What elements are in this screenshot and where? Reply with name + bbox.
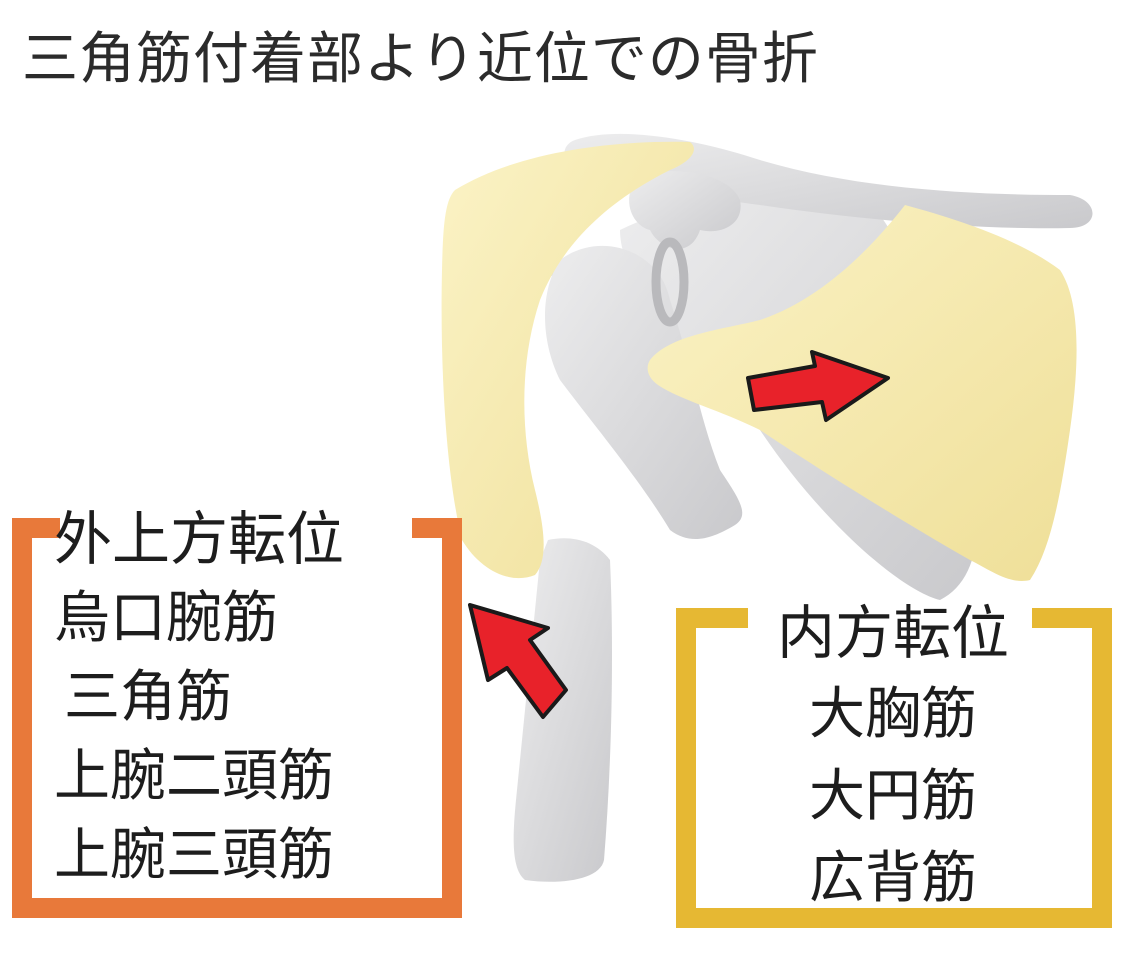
- left-group-frame: [12, 518, 462, 918]
- acromion-bone: [629, 171, 741, 249]
- medial-displacement-list: 内方転位 大胸筋 大円筋 広背筋: [770, 592, 1016, 920]
- arrow-right-icon: [746, 350, 890, 422]
- page-title: 三角筋付着部より近位での骨折: [22, 27, 819, 92]
- right-group-heading: 内方転位: [776, 599, 1009, 667]
- lateral-superior-displacement-list: 外上方転位 烏口腕筋 三角筋 上腕二頭筋 上腕三頭筋: [54, 500, 344, 895]
- left-muscle-item: 烏口腕筋: [54, 586, 278, 651]
- deltoid-muscle: [441, 141, 694, 579]
- right-muscle-item: 大円筋: [809, 764, 977, 829]
- right-muscle-item: 広背筋: [809, 846, 977, 911]
- left-muscle-item: 上腕二頭筋: [54, 744, 334, 809]
- clavicle-bone: [564, 133, 1093, 229]
- arrow-up-left-icon: [468, 603, 568, 719]
- left-muscle-item: 三角筋: [64, 665, 232, 730]
- left-group-heading: 外上方転位: [54, 505, 345, 573]
- right-group-frame: [676, 608, 1112, 928]
- glenoid-ring: [651, 237, 689, 327]
- humerus-proximal-fragment: [545, 245, 743, 540]
- humerus-distal-fragment: [513, 538, 612, 882]
- right-muscle-item: 大胸筋: [809, 682, 977, 747]
- left-muscle-item: 上腕三頭筋: [54, 823, 334, 888]
